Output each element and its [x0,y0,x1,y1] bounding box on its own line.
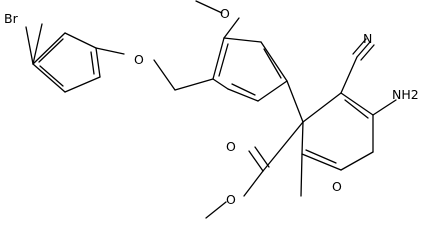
molecule-structure: Br O O N NH2 O O O [4,0,419,219]
pyran-ring [301,92,374,171]
bond-ester-co-b [254,146,270,168]
bromine-label: Br [4,11,19,26]
bond-o-ch2 [153,59,176,91]
bond-c3-ester [262,121,304,172]
bond-cn-triple-c [360,44,375,61]
bond-c6-nh2 [372,99,397,116]
bond-cn-triple-a [356,41,371,58]
nitrile-nitrogen-label: N [363,31,372,46]
bond-br [25,26,34,65]
bromophenyl-ring [32,23,101,93]
ring-oxygen-label: O [332,179,342,194]
ether-oxygen-label: O [134,52,144,67]
methoxy-oxygen-label: O [220,6,230,21]
ester-oxygen-label: O [226,192,236,207]
bond-c5-cn [340,56,358,94]
bond-cn-triple-b [352,38,367,55]
bond-aryl-c4 [286,80,304,123]
bond-ring-omethoxy [223,17,240,39]
methoxyphenyl-ring [212,37,288,102]
bond-omethoxy-ch3 [195,0,223,14]
bond-ester-co-a [248,150,264,172]
bond-o-methyl [205,201,227,219]
carbonyl-oxygen-label: O [226,139,236,154]
bond-ch2-ring [174,78,214,91]
bond-c2-methyl [300,153,303,197]
bond-aryl-o [95,47,125,55]
amino-group-label: NH2 [392,87,419,102]
bond-ester-c-o [243,170,264,197]
